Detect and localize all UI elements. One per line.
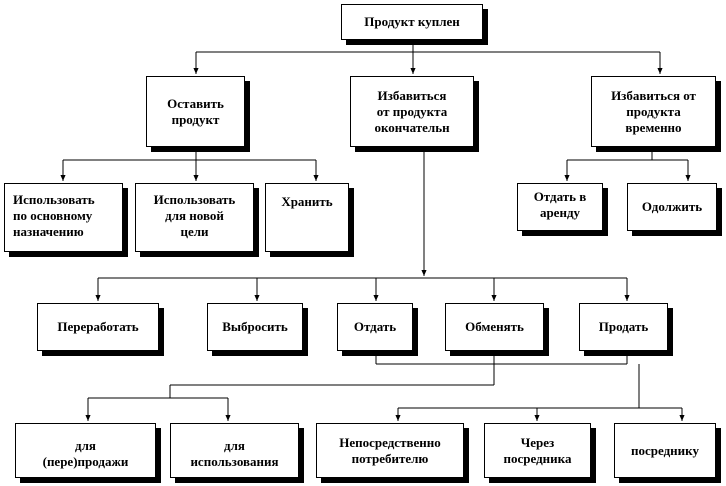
use-label: для использования xyxy=(190,437,279,469)
throw-away-node: Выбросить xyxy=(207,303,303,351)
give-away-node: Отдать xyxy=(337,303,413,351)
primary-use-label: Использовать по основному назначению xyxy=(13,192,95,239)
direct-consumer-node: Непосредственно потребителю xyxy=(316,423,464,478)
primary-use-node: Использовать по основному назначению xyxy=(4,183,123,252)
keep-node: Оставить продукт xyxy=(146,76,245,147)
store-label: Хранить xyxy=(281,194,333,209)
sell-node: Продать xyxy=(579,303,668,351)
recycle-label: Переработать xyxy=(57,319,139,334)
root-label: Продукт куплен xyxy=(364,14,460,29)
new-use-node: Использовать для новой цели xyxy=(135,183,254,252)
give-away-label: Отдать xyxy=(353,319,397,334)
lend-node: Одолжить xyxy=(627,183,717,231)
rent-label: Отдать в аренду xyxy=(533,189,587,220)
recycle-node: Переработать xyxy=(37,303,159,351)
dispose-temporary-node: Избавиться от продукта временно xyxy=(591,76,716,147)
via-intermediary-label: Через посредника xyxy=(503,434,572,466)
via-intermediary-node: Через посредника xyxy=(484,423,591,478)
new-use-label: Использовать для новой цели xyxy=(153,192,236,239)
to-intermediary-node: посреднику xyxy=(614,423,716,478)
lend-label: Одолжить xyxy=(641,199,703,214)
dispose-permanent-node: Избавиться от продукта окончательн xyxy=(350,76,474,147)
to-intermediary-label: посреднику xyxy=(631,442,699,458)
keep-label: Оставить продукт xyxy=(167,95,224,127)
exchange-node: Обменять xyxy=(445,303,544,351)
use-node: для использования xyxy=(170,423,299,478)
store-node: Хранить xyxy=(265,183,349,252)
direct-consumer-label: Непосредственно потребителю xyxy=(339,434,441,466)
resale-label: для (пере)продажи xyxy=(42,437,129,469)
resale-node: для (пере)продажи xyxy=(15,423,156,478)
throw-away-label: Выбросить xyxy=(222,319,288,334)
exchange-label: Обменять xyxy=(465,319,524,334)
sell-label: Продать xyxy=(598,319,649,334)
root-node: Продукт куплен xyxy=(341,4,483,40)
rent-node: Отдать в аренду xyxy=(517,183,603,231)
dispose-permanent-label: Избавиться от продукта окончательн xyxy=(374,87,450,135)
dispose-temporary-label: Избавиться от продукта временно xyxy=(611,87,696,135)
